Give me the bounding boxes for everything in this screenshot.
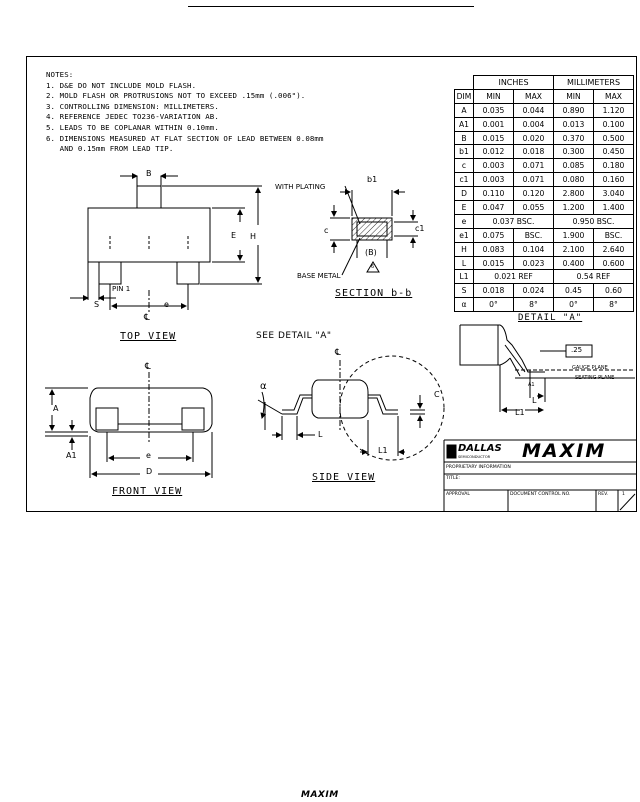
front-view-title: FRONT VIEW [112, 486, 183, 497]
label-pin1: PIN 1 [112, 285, 131, 293]
label-s-top: S [94, 300, 100, 309]
notes-heading: NOTES: [46, 70, 74, 79]
section-view-drawing [330, 185, 418, 276]
label-note6-flag: 6 [371, 264, 375, 270]
note-1: 1. D&E DO NOT INCLUDE MOLD FLASH. [46, 80, 197, 90]
brand-dallas: DALLAS [458, 443, 502, 454]
label-base-metal: BASE METAL [297, 272, 341, 280]
label-e1-front: e [146, 451, 151, 460]
table-cell: 8° [593, 297, 634, 313]
label-a1-front: A1 [66, 451, 77, 460]
label-b-section: (B) [365, 248, 377, 257]
label-see-detail: SEE DETAIL "A" [256, 331, 332, 341]
footer-maxim-logo: MAXIM [301, 790, 339, 800]
label-b-top: B [146, 169, 152, 178]
label-c-side: C [434, 390, 440, 399]
label-detail-l: L [532, 396, 537, 405]
detail-a-title: DETAIL "A" [518, 313, 583, 323]
tb-doc-control: DOCUMENT CONTROL NO. [510, 492, 571, 497]
label-b1-section: b1 [367, 175, 378, 184]
table-cell: 0° [553, 297, 594, 313]
label-detail-dim: .25 [571, 346, 583, 354]
section-view-title: SECTION b-b [335, 288, 413, 299]
dimensions-table: INCHES MILLIMETERS DIM MIN MAX MIN MAX A… [454, 75, 634, 313]
detail-a-drawing [459, 324, 635, 413]
label-l-side: L [318, 430, 323, 439]
label-centerline-top: ℄ [144, 313, 150, 323]
front-view-drawing [45, 372, 213, 478]
side-view-title: SIDE VIEW [312, 472, 376, 483]
label-a-front: A [53, 404, 59, 413]
label-detail-l1: L1 [515, 408, 525, 417]
title-block-lines [443, 439, 637, 512]
note-5: 5. LEADS TO BE COPLANAR WITHIN 0.10mm. [46, 122, 219, 132]
note-6-cont: AND 0.15mm FROM LEAD TIP. [46, 144, 174, 154]
brand-dallas-sub: SEMICONDUCTOR [458, 455, 491, 459]
drawing-frame [26, 56, 637, 512]
label-alpha: α [260, 381, 267, 392]
label-seating-plane: SEATING PLANE [575, 375, 615, 381]
label-e-top: E [231, 231, 237, 240]
label-d-front: D [146, 467, 153, 476]
tb-approval: APPROVAL [446, 492, 470, 497]
label-centerline-side: ℄ [335, 348, 341, 358]
note-6: 6. DIMENSIONS MEASURED AT FLAT SECTION O… [46, 133, 324, 143]
top-view-drawing [70, 173, 262, 314]
top-rule [188, 6, 474, 7]
brand-maxim: MAXIM [522, 440, 607, 462]
top-view-title: TOP VIEW [120, 331, 177, 342]
label-gauge-plane: GAUGE PLANE [572, 365, 608, 371]
note-3: 3. CONTROLLING DIMENSION: MILLIMETERS. [46, 101, 219, 111]
label-l1-side: L1 [378, 446, 388, 455]
label-c-section: c [324, 226, 329, 235]
table-group-header-row: INCHES MILLIMETERS [455, 75, 634, 90]
label-h-top: H [250, 232, 257, 241]
label-e-pitch: e [164, 300, 169, 309]
table-cell: 3.040 [593, 186, 634, 202]
label-with-plating: WITH PLATING [275, 183, 326, 191]
tb-sheet: 1 [622, 492, 625, 497]
tb-proprietary: PROPRIETARY INFORMATION [446, 465, 511, 470]
notes-block: NOTES: 1. D&E DO NOT INCLUDE MOLD FLASH.… [46, 70, 324, 155]
label-centerline-front: ℄ [145, 362, 151, 372]
note-2: 2. MOLD FLASH OR PROTRUSIONS NOT TO EXCE… [46, 91, 306, 101]
label-detail-a1: A1 [528, 382, 535, 388]
side-view-drawing [257, 355, 445, 461]
tb-rev: REV. [598, 492, 609, 497]
note-4: 4. REFERENCE JEDEC TO236-VARIATION AB. [46, 112, 219, 122]
label-c1-section: c1 [415, 224, 425, 233]
tb-title-label: TITLE: [446, 476, 460, 481]
